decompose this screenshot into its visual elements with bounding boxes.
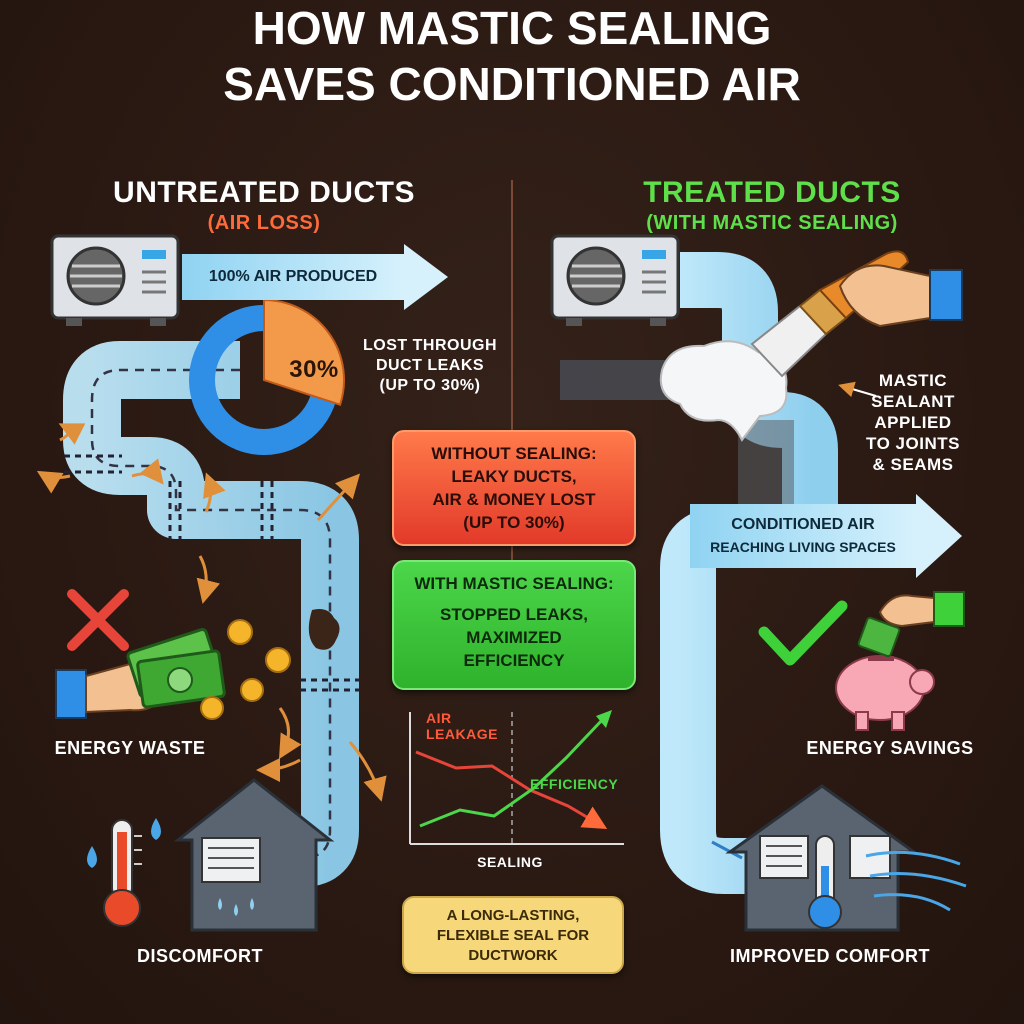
note-line: A LONG-LASTING,: [446, 907, 580, 924]
note-line: FLEXIBLE SEAL FOR: [436, 927, 590, 944]
title-line-1: HOW MASTIC SEALING: [252, 2, 772, 54]
with-sealing-line: MAXIMIZED: [466, 628, 562, 647]
energy-waste-label: ENERGY WASTE: [54, 738, 206, 758]
hand-coin-icon: [878, 591, 965, 628]
leakage-label-line: LEAKAGE: [426, 726, 498, 742]
air-produced-arrow: 100% AIR PRODUCED: [182, 254, 404, 300]
sealant-note: MASTIC SEALANT APPLIED TO JOINTS & SEAMS: [848, 370, 978, 475]
efficiency-line: [419, 716, 606, 828]
delivered-label-line: CONDITIONED AIR: [731, 516, 875, 533]
energy-savings-label: ENERGY SAVINGS: [806, 738, 974, 758]
mastic-sealant-blob: [659, 340, 788, 442]
without-sealing-callout: WITHOUT SEALING: LEAKY DUCTS, AIR & MONE…: [392, 430, 636, 546]
loss-percent: 30%: [289, 356, 339, 383]
without-sealing-line: AIR & MONEY LOST: [432, 490, 596, 509]
green-check-icon: [758, 600, 848, 666]
sealant-note-line: TO JOINTS: [866, 434, 960, 453]
piggy-bank-icon: [835, 616, 935, 731]
sealant-pointer-arrow: [838, 381, 877, 398]
seal-note-box: A LONG-LASTING, FLEXIBLE SEAL FOR DUCTWO…: [402, 896, 624, 974]
delivered-arrow-head: [916, 494, 962, 578]
red-x-icon: [67, 589, 129, 651]
right-subheading: (WITH MASTIC SEALING): [646, 212, 898, 234]
delivered-label-line: REACHING LIVING SPACES: [710, 539, 896, 555]
loss-note-line: LOST THROUGH: [363, 337, 497, 354]
page-title: HOW MASTIC SEALING SAVES CONDITIONED AIR: [0, 0, 1024, 112]
left-heading: UNTREATED DUCTS: [113, 176, 415, 209]
efficiency-series-label: EFFICIENCY: [530, 776, 619, 792]
sealant-note-line: & SEAMS: [872, 455, 954, 474]
thermometer-hot-icon: [103, 819, 142, 927]
mini-chart-x-label: SEALING: [477, 854, 543, 870]
sealant-note-line: SEALANT: [871, 392, 955, 411]
with-sealing-line: STOPPED LEAKS,: [440, 605, 588, 624]
ac-unit-right-icon: [550, 234, 680, 326]
left-subheading: (AIR LOSS): [207, 212, 321, 234]
mini-chart: [409, 710, 624, 845]
produced-arrow-head: [404, 244, 448, 310]
air-produced-label: 100% AIR PRODUCED: [208, 268, 378, 285]
improved-comfort-label: IMPROVED COMFORT: [730, 946, 930, 966]
without-sealing-line: LEAKY DUCTS,: [451, 467, 577, 486]
conditioned-air-arrow: CONDITIONED AIR REACHING LIVING SPACES: [690, 504, 916, 568]
thermometer-cool-icon: [808, 835, 842, 929]
loss-note: LOST THROUGH DUCT LEAKS (UP TO 30%): [350, 336, 510, 396]
loss-note-line: (UP TO 30%): [379, 377, 481, 394]
house-left-icon: [173, 778, 335, 932]
leakage-line: [415, 750, 608, 830]
leakage-label-line: AIR: [426, 710, 452, 726]
with-sealing-line: EFFICIENCY: [463, 651, 565, 670]
airflow-icon: [865, 850, 967, 912]
loss-note-line: DUCT LEAKS: [375, 357, 485, 374]
sweat-drops-icon: [87, 818, 161, 868]
without-sealing-title: WITHOUT SEALING:: [431, 444, 597, 463]
sealant-note-line: MASTIC: [878, 371, 948, 390]
with-sealing-title: WITH MASTIC SEALING:: [414, 574, 614, 593]
leak-blob: [308, 609, 340, 650]
sealant-note-line: APPLIED: [874, 413, 952, 432]
hand-money-icon: [55, 627, 226, 719]
sealed-duct: [660, 252, 838, 894]
leakage-series-label: AIR LEAKAGE: [426, 710, 506, 742]
hand-brush-icon: [838, 264, 963, 328]
discomfort-label: DISCOMFORT: [137, 946, 263, 966]
without-sealing-line: (UP TO 30%): [463, 513, 565, 532]
duct-shadow: [560, 360, 670, 400]
right-heading: TREATED DUCTS: [643, 176, 901, 209]
loss-wedge: [263, 298, 345, 406]
title-line-2: SAVES CONDITIONED AIR: [223, 58, 801, 110]
coins-icon: [200, 619, 291, 720]
with-sealing-callout: WITH MASTIC SEALING: STOPPED LEAKS, MAXI…: [392, 560, 636, 690]
ac-unit-left-icon: [50, 234, 180, 326]
note-line: DUCTWORK: [468, 947, 558, 964]
